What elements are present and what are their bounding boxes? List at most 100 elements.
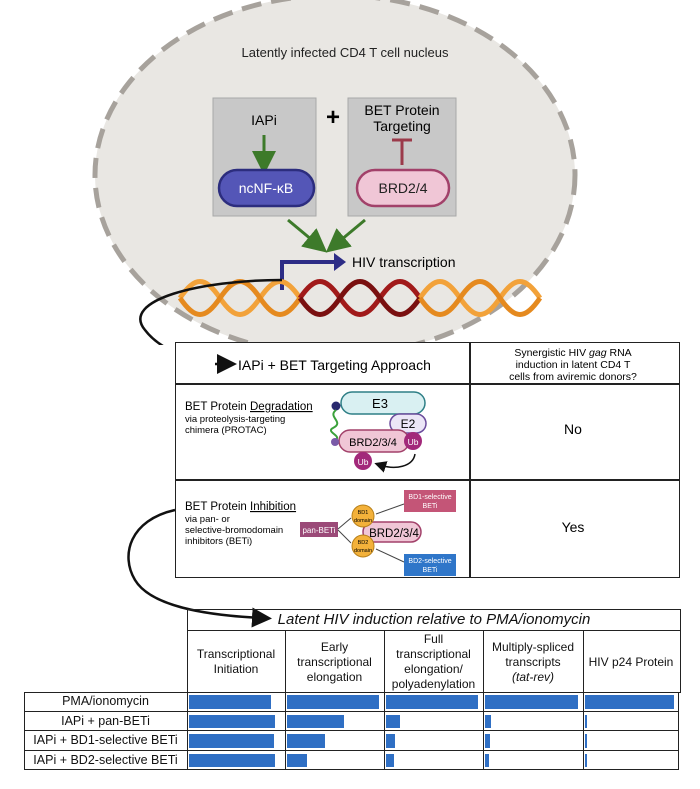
row-label: IAPi + BD2-selective BETi xyxy=(33,752,178,767)
induction-bar xyxy=(585,695,675,709)
induction-bar xyxy=(287,695,380,709)
plus-sign: + xyxy=(326,104,340,131)
approach-header-right-3: cells from aviremic donors? xyxy=(509,371,637,383)
svg-text:BETi: BETi xyxy=(423,567,438,574)
induction-bar xyxy=(189,714,276,728)
row-divider xyxy=(187,711,188,731)
column-header-line: transcripts xyxy=(505,654,561,669)
column-header-line: transcriptional xyxy=(297,654,372,669)
bet-targeting-label-1: BET Protein xyxy=(364,102,439,118)
column-header-line: elongation/ xyxy=(404,662,463,676)
iapi-label: IAPi xyxy=(251,112,277,128)
dna-helix xyxy=(177,279,543,317)
row-label: PMA/ionomycin xyxy=(62,694,149,708)
ncnfkb-pill xyxy=(217,168,316,208)
column-header-line: transcriptional xyxy=(396,647,471,661)
induction-bar xyxy=(485,753,489,767)
svg-text:E3: E3 xyxy=(372,396,388,411)
row-divider xyxy=(187,750,188,770)
column-divider xyxy=(187,630,188,692)
induction-bar xyxy=(189,695,271,709)
approach-header-right-2: induction in latent CD4 T xyxy=(516,359,631,371)
induction-bar xyxy=(485,695,579,709)
column-header-line: Transcriptional xyxy=(196,647,276,661)
column-header-line: elongation xyxy=(306,669,363,684)
row-label: IAPi + pan-BETi xyxy=(61,713,150,728)
table-row xyxy=(24,711,679,731)
row-divider xyxy=(187,731,188,751)
induction-bar xyxy=(386,753,394,767)
bet-targeting-label-2: Targeting xyxy=(373,118,431,134)
table-row xyxy=(24,692,679,712)
inhibition-title: BET Protein Inhibition xyxy=(185,501,296,513)
svg-text:E2: E2 xyxy=(401,417,416,431)
svg-text:BD2: BD2 xyxy=(358,540,369,546)
protac-illustration: E3 E2 BRD2/3/4 Ub Ub xyxy=(330,391,427,473)
column-header: HIV p24 Protein xyxy=(583,655,679,670)
induction-bar xyxy=(386,714,401,728)
svg-text:BD1-selective: BD1-selective xyxy=(408,494,451,501)
link-arrow-bottom xyxy=(127,508,272,628)
column-header-line: (tat-rev) xyxy=(512,669,554,684)
induction-bar xyxy=(485,714,491,728)
row-divider xyxy=(187,692,188,712)
column-divider xyxy=(285,630,286,770)
induction-bar xyxy=(386,734,396,748)
promoter-arrowhead xyxy=(334,253,346,271)
nucleus-diagram: Latently infected CD4 T cell nucleus IAP… xyxy=(92,0,578,345)
inhibition-answer: Yes xyxy=(562,519,585,535)
degradation-sub-1: via proteolysis-targeting xyxy=(185,414,285,425)
svg-text:Ub: Ub xyxy=(358,457,369,467)
column-header-line: Early xyxy=(320,639,349,654)
svg-text:BETi: BETi xyxy=(423,503,438,510)
induction-bar xyxy=(386,695,479,709)
hiv-transcription-label: HIV transcription xyxy=(352,254,455,270)
approach-table xyxy=(175,342,680,578)
table-row xyxy=(24,750,679,770)
brd24-pill xyxy=(355,168,451,208)
svg-text:BD1: BD1 xyxy=(358,510,369,516)
induction-table-title-box: Latent HIV induction relative to PMA/ion… xyxy=(187,609,681,631)
column-divider xyxy=(583,630,584,770)
column-header-line: polyadenylation xyxy=(391,677,476,691)
svg-text:pan-BETi: pan-BETi xyxy=(302,526,335,535)
induction-bar xyxy=(189,753,276,767)
induction-bar xyxy=(585,714,587,728)
svg-text:domain: domain xyxy=(354,548,372,554)
ncnfkb-label: ncNF-κB xyxy=(239,180,293,196)
induction-bar xyxy=(485,734,490,748)
svg-text:BD2-selective: BD2-selective xyxy=(408,558,451,565)
column-header-line: Initiation xyxy=(213,662,259,676)
approach-header-left: IAPi + BET Targeting Approach xyxy=(238,357,431,373)
column-divider xyxy=(384,630,385,770)
induction-table-title: Latent HIV induction relative to PMA/ion… xyxy=(277,611,591,628)
svg-text:domain: domain xyxy=(354,518,372,524)
approach-header-right-1: Synergistic HIV gag RNA xyxy=(514,347,631,359)
induction-bar xyxy=(287,714,345,728)
induction-bar xyxy=(585,734,587,748)
svg-text:BRD2/3/4: BRD2/3/4 xyxy=(369,528,419,540)
induction-bar xyxy=(585,753,587,767)
nucleus-label: Latently infected CD4 T cell nucleus xyxy=(242,45,449,60)
brd24-label: BRD2/4 xyxy=(378,180,427,196)
degradation-title: BET Protein Degradation xyxy=(185,401,313,413)
degradation-answer: No xyxy=(564,421,582,437)
ncnfkb-to-hiv-arrow xyxy=(287,218,328,253)
table-row xyxy=(24,731,679,751)
approach-table-graphics: IAPi + BET Targeting Approach Synergisti… xyxy=(185,347,637,576)
inhibition-sub-1: via pan- or xyxy=(185,514,230,525)
link-arrow-top xyxy=(139,278,283,345)
inhibition-sub-2: selective-bromodomain xyxy=(185,525,283,536)
induction-bar xyxy=(287,734,325,748)
column-header-line: HIV p24 Protein xyxy=(588,654,674,669)
column-divider xyxy=(483,630,484,770)
nucleus-membrane xyxy=(92,0,578,345)
column-header-line: Full xyxy=(423,632,444,646)
inhibition-sub-3: inhibitors (BETi) xyxy=(185,536,252,547)
beti-illustration: pan-BETi BRD2/3/4 BD1 domain BD2 domain … xyxy=(300,490,456,576)
row-label: IAPi + BD1-selective BETi xyxy=(33,733,178,747)
